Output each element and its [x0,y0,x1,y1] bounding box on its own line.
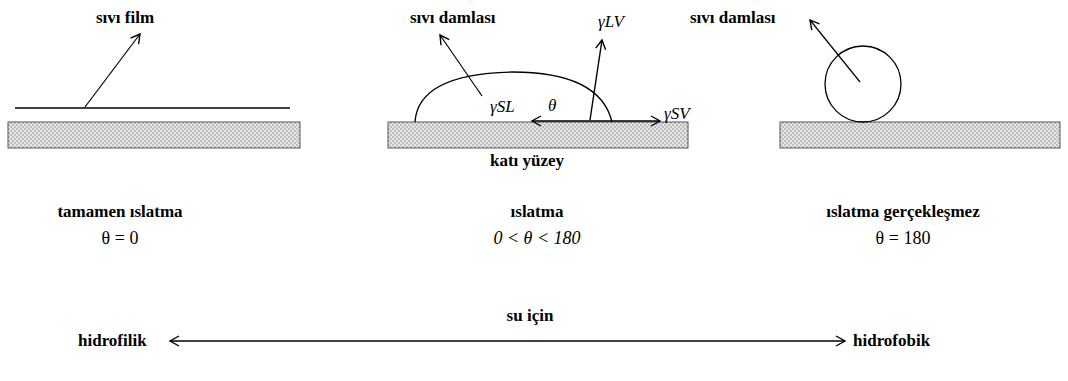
label-patch [462,149,592,175]
liquid-droplet [415,72,612,122]
angle-value: θ = 180 [876,228,931,249]
tension-arrow [590,40,602,120]
leader-line [810,20,860,82]
part-label: katı yüzey [484,151,570,171]
liquid-film [15,107,290,108]
case-title: tamamen ıslatma [57,202,182,222]
angle-value: θ = 0 [102,228,139,249]
tension-symbol: γSV [664,104,690,124]
part-label: sıvı damlası [690,8,776,28]
angle-value: 0 < θ < 180 [493,228,580,249]
scale-end-label: hidrofobik [853,331,930,351]
scale-end-label: hidrofilik [78,331,147,351]
solid-plate [8,122,300,148]
scale-title: su için [507,306,554,326]
scale-arrow [170,340,845,341]
angle-symbol: θ [548,96,556,116]
leader-line [85,34,140,107]
tension-arrow [532,120,660,121]
part-label: sıvı film [96,8,154,28]
case-title: ıslatma [511,202,564,222]
liquid-droplet [825,46,901,122]
tension-symbol: γSL [490,97,515,117]
part-label: sıvı damlası [410,8,496,28]
case-title: ıslatma gerçekleşmez [826,202,979,222]
tension-symbol: γLV [598,12,624,32]
leader-line [440,35,482,96]
solid-plate [780,122,1060,148]
solid-plate [388,122,688,148]
